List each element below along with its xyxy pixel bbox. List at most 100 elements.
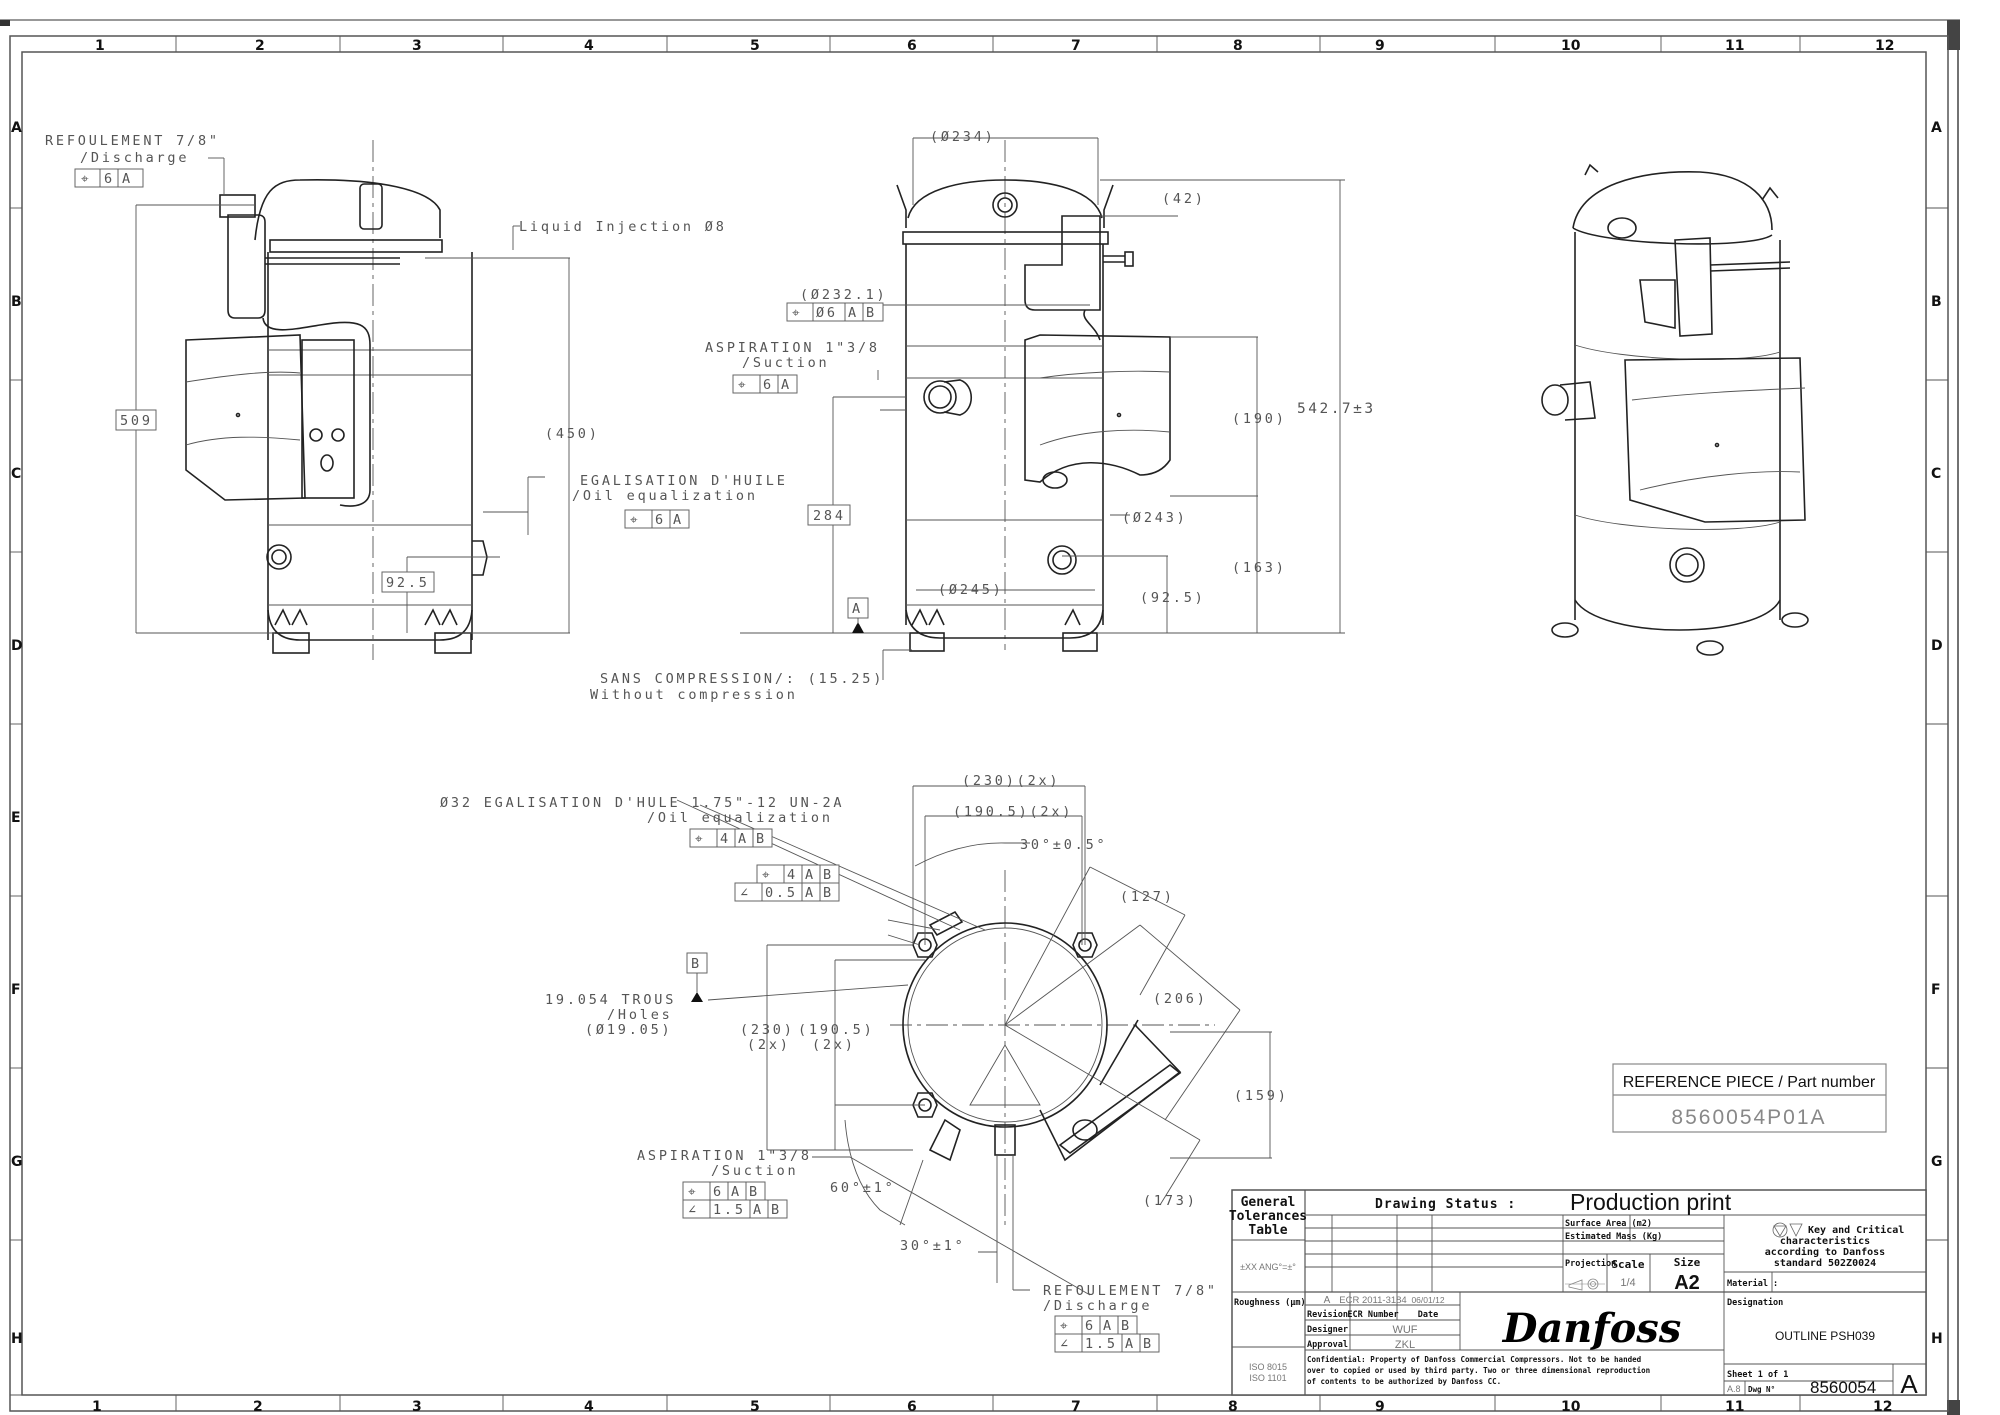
corner-hatch-icon: [0, 20, 10, 26]
revision-value: A: [1324, 1295, 1331, 1306]
svg-text:6: 6: [655, 512, 666, 528]
dim-230-2x: (2x): [747, 1037, 791, 1053]
svg-text:A: A: [781, 377, 792, 393]
suction-label: ASPIRATION 1"3/8: [705, 340, 880, 356]
svg-text:Key and Critical: Key and Critical: [1808, 1224, 1904, 1236]
terminal-box: [185, 334, 306, 501]
svg-text:8: 8: [1228, 1399, 1238, 1415]
reference-piece-header: REFERENCE PIECE / Part number: [1623, 1074, 1876, 1091]
position-tolerance-icon: ⌖: [81, 171, 91, 187]
bottom-view: [676, 785, 1272, 1296]
dim-190-left: (190.5): [798, 1022, 875, 1038]
designer-value: WUF: [1392, 1324, 1417, 1336]
holes-diameter: (Ø19.05): [585, 1022, 672, 1038]
suction-fitting: [923, 380, 957, 414]
dim-92-5-box: 92.5: [381, 571, 435, 593]
ecr-number-value: ECR 2011-3184: [1339, 1295, 1406, 1306]
discharge-sublabel-bottom: /Discharge: [1043, 1298, 1152, 1314]
confidential-line-3: of contents to be authorized by Danfoss …: [1307, 1377, 1501, 1386]
svg-text:10: 10: [1561, 1399, 1581, 1415]
dim-230-left: (230): [740, 1022, 795, 1038]
svg-text:6: 6: [713, 1184, 724, 1200]
svg-text:E: E: [11, 810, 21, 826]
svg-text:B: B: [1121, 1318, 1132, 1334]
svg-text:A: A: [848, 305, 859, 321]
tolerance-value: ±XX ANG°=±°: [1240, 1262, 1296, 1272]
confidential-line-2: over to copied or used by third party. T…: [1307, 1366, 1650, 1375]
discharge-sublabel: /Discharge: [80, 150, 189, 166]
revision-letter: A: [1900, 1369, 1918, 1399]
svg-text:10: 10: [1561, 38, 1581, 54]
dim-159: (159): [1234, 1088, 1289, 1104]
fcf-discharge-bottom: ⌖ 6 A B ∠ 1.5 A B: [1054, 1315, 1160, 1353]
size-value: A2: [1674, 1272, 1700, 1294]
part-number: 8560054P01A: [1671, 1106, 1826, 1129]
angle-30: 30°±1°: [900, 1238, 966, 1254]
svg-text:A: A: [1103, 1318, 1114, 1334]
svg-text:B: B: [1143, 1336, 1154, 1352]
svg-text:2: 2: [255, 38, 265, 54]
dim-127: (127): [1120, 889, 1175, 905]
svg-text:1.5: 1.5: [1085, 1336, 1118, 1352]
svg-text:Tolerances: Tolerances: [1229, 1209, 1307, 1224]
datum-triangle-icon: [852, 622, 864, 633]
svg-text:A: A: [122, 171, 133, 187]
svg-text:7: 7: [1071, 38, 1081, 54]
corner-hatch-icon: [1947, 20, 1960, 50]
position-tolerance-icon: ⌖: [762, 867, 772, 883]
corner-hatch-icon: [1947, 1400, 1960, 1415]
svg-text:4: 4: [720, 831, 731, 847]
svg-text:according to Danfoss: according to Danfoss: [1765, 1246, 1885, 1258]
angularity-icon: ∠: [1060, 1336, 1071, 1352]
svg-text:B: B: [1931, 294, 1942, 310]
position-tolerance-icon: ⌖: [630, 512, 640, 528]
svg-text:11: 11: [1725, 1399, 1744, 1415]
fcf-232: ⌖ Ø6 A B: [786, 302, 884, 322]
svg-text:A: A: [673, 512, 684, 528]
svg-text:A: A: [805, 885, 816, 901]
svg-text:509: 509: [120, 413, 153, 429]
svg-text:H: H: [1931, 1331, 1943, 1347]
svg-text:1.5: 1.5: [713, 1202, 746, 1218]
position-tolerance-icon: ⌖: [688, 1184, 698, 1200]
svg-text:F: F: [11, 982, 21, 998]
svg-text:3: 3: [412, 38, 422, 54]
svg-text:A: A: [805, 867, 816, 883]
dim-dia-234: (Ø234): [930, 129, 996, 145]
svg-text:6: 6: [763, 377, 774, 393]
svg-text:F: F: [1931, 982, 1941, 998]
side-view-front: [740, 137, 1345, 680]
svg-text:1: 1: [95, 38, 105, 54]
size-label: Size: [1674, 1256, 1701, 1269]
suction-label-bottom: ASPIRATION 1"3/8: [637, 1148, 812, 1164]
svg-text:H: H: [11, 1331, 23, 1347]
scale-value: 1/4: [1620, 1277, 1635, 1289]
dim-190-2x: (2x): [812, 1037, 856, 1053]
dwg-number: 8560054: [1810, 1378, 1876, 1397]
dim-284-box: 284: [807, 504, 851, 526]
drawing-status-label: Drawing Status :: [1375, 1197, 1516, 1212]
svg-text:4: 4: [584, 1399, 594, 1415]
svg-text:ECR Number: ECR Number: [1347, 1310, 1398, 1320]
compression-label: SANS COMPRESSION/: (15.25): [600, 671, 884, 687]
approval-value: ZKL: [1395, 1339, 1415, 1351]
svg-text:D: D: [11, 638, 23, 654]
angularity-icon: ∠: [688, 1202, 699, 1218]
dim-total-height: 542.7±3: [1297, 401, 1376, 417]
svg-text:D: D: [1931, 638, 1943, 654]
lifting-lug-icon: [359, 183, 383, 230]
svg-text:1: 1: [92, 1399, 102, 1415]
fcf-oil-pos-ang: ⌖ 4 A B ∠ 0.5 A B: [734, 864, 840, 902]
svg-text:Date: Date: [1418, 1310, 1438, 1320]
key-critical-symbol-icon: [1772, 1222, 1803, 1238]
confidential-line-1: Confidential: Property of Danfoss Commer…: [1307, 1355, 1641, 1364]
holes-sublabel: /Holes: [607, 1007, 673, 1023]
svg-text:6: 6: [104, 171, 115, 187]
designation-value: OUTLINE PSH039: [1775, 1329, 1875, 1343]
svg-text:0.5: 0.5: [765, 885, 798, 901]
oil-thread-label: Ø32 EGALISATION D'HULE 1.75"-12 UN-2A: [440, 795, 844, 811]
svg-text:11: 11: [1725, 38, 1744, 54]
svg-text:Table: Table: [1248, 1223, 1287, 1238]
svg-text:characteristics: characteristics: [1780, 1235, 1870, 1247]
